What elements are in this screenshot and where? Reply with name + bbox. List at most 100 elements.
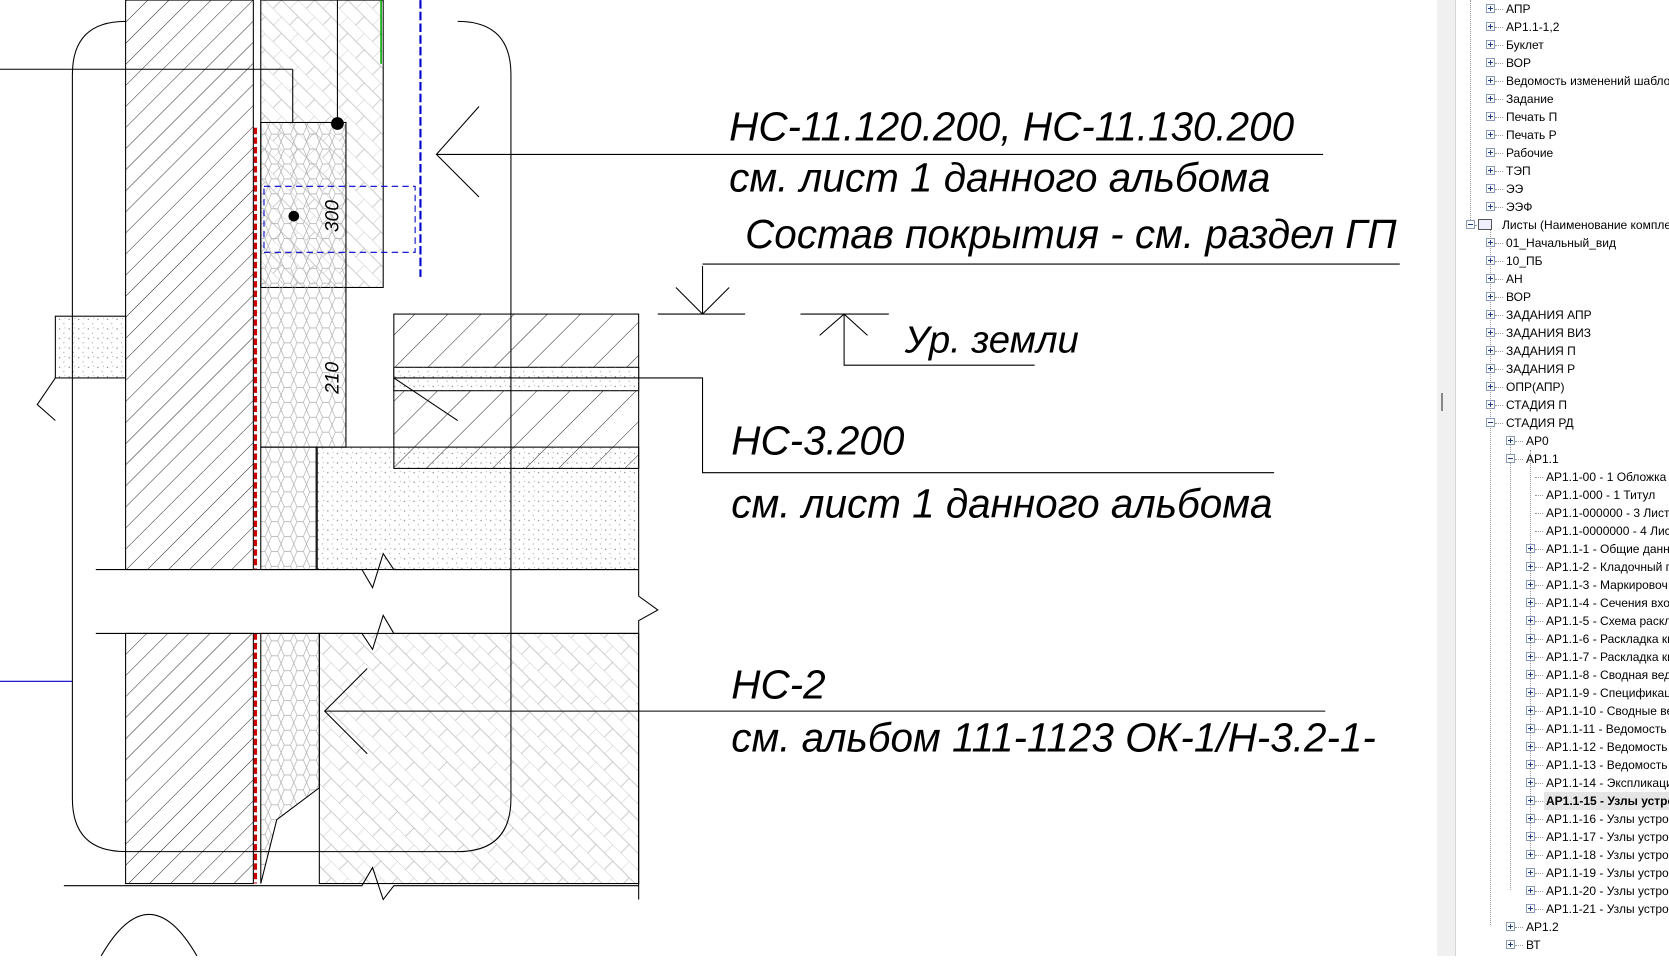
expand-icon[interactable]: [1526, 832, 1535, 841]
drawing-canvas[interactable]: 300 210 НС-11.120.200, НС-11.130.200 см.…: [0, 0, 1437, 957]
expand-icon[interactable]: [1486, 58, 1495, 67]
tree-item[interactable]: АР1.1-14 - Экспликаци: [1456, 774, 1669, 792]
expand-icon[interactable]: [1526, 670, 1535, 679]
expand-icon[interactable]: [1526, 688, 1535, 697]
expand-icon[interactable]: [1526, 598, 1535, 607]
tree-item[interactable]: ЗАДАНИЯ ВИЗ: [1456, 324, 1669, 342]
expand-icon[interactable]: [1526, 706, 1535, 715]
expand-icon[interactable]: [1486, 76, 1495, 85]
expand-icon[interactable]: [1486, 238, 1495, 247]
tree-item[interactable]: АР1.1-12 - Ведомость: [1456, 738, 1669, 756]
expand-icon[interactable]: [1486, 310, 1495, 319]
expand-icon[interactable]: [1526, 886, 1535, 895]
tree-item[interactable]: АР1.1-7 - Раскладка ки: [1456, 648, 1669, 666]
expand-icon[interactable]: [1526, 850, 1535, 859]
expand-icon[interactable]: [1526, 724, 1535, 733]
tree-item[interactable]: Ведомость изменений шаблон: [1456, 72, 1669, 90]
expand-icon[interactable]: [1486, 364, 1495, 373]
expand-icon[interactable]: [1526, 580, 1535, 589]
tree-item[interactable]: АР1.1-13 - Ведомость: [1456, 756, 1669, 774]
expand-icon[interactable]: [1486, 4, 1495, 13]
expand-icon[interactable]: [1506, 922, 1515, 931]
tree-item[interactable]: АР1.1-21 - Узлы устрой: [1456, 900, 1669, 918]
expand-icon[interactable]: [1526, 562, 1535, 571]
tree-item[interactable]: АР1.1: [1456, 450, 1669, 468]
tree-item[interactable]: СТАДИЯ РД: [1456, 414, 1669, 432]
tree-item[interactable]: АР1.1-6 - Раскладка ки: [1456, 630, 1669, 648]
tree-item[interactable]: Печать П: [1456, 108, 1669, 126]
panel-splitter[interactable]: [1437, 0, 1456, 956]
tree-item[interactable]: Буклет: [1456, 36, 1669, 54]
expand-icon[interactable]: [1486, 94, 1495, 103]
expand-icon[interactable]: [1526, 742, 1535, 751]
tree-item[interactable]: АР1.1-19 - Узлы устрой: [1456, 864, 1669, 882]
tree-item[interactable]: АПР: [1456, 0, 1669, 18]
tree-item[interactable]: АР1.1-000 - 1 Титул: [1456, 486, 1669, 504]
expand-icon[interactable]: [1526, 796, 1535, 805]
expand-icon[interactable]: [1526, 652, 1535, 661]
tree-item[interactable]: АР1.1-10 - Сводные ве: [1456, 702, 1669, 720]
tree-item[interactable]: АР1.1-4 - Сечения вход: [1456, 594, 1669, 612]
collapse-icon[interactable]: [1466, 220, 1475, 229]
tree-item[interactable]: ОПР(АПР): [1456, 378, 1669, 396]
tree-item[interactable]: АР1.1-18 - Узлы устрой: [1456, 846, 1669, 864]
collapse-icon[interactable]: [1486, 418, 1495, 427]
expand-icon[interactable]: [1486, 274, 1495, 283]
tree-item[interactable]: Печать Р: [1456, 126, 1669, 144]
expand-icon[interactable]: [1486, 112, 1495, 121]
expand-icon[interactable]: [1486, 256, 1495, 265]
tree-item[interactable]: ЭЭ: [1456, 180, 1669, 198]
expand-icon[interactable]: [1506, 436, 1515, 445]
tree-item[interactable]: Листы (Наименование комплекта): [1456, 216, 1669, 234]
tree-item[interactable]: ЭЭФ: [1456, 198, 1669, 216]
tree-item[interactable]: 01_Начальный_вид: [1456, 234, 1669, 252]
tree-item[interactable]: Рабочие: [1456, 144, 1669, 162]
tree-item[interactable]: ЗАДАНИЯ Р: [1456, 360, 1669, 378]
tree-item[interactable]: АН: [1456, 270, 1669, 288]
splitter-grip[interactable]: [1441, 393, 1443, 411]
expand-icon[interactable]: [1486, 292, 1495, 301]
tree-item[interactable]: АР1.1-3 - Маркировоч: [1456, 576, 1669, 594]
tree-item[interactable]: АР1.1-000000 - 3 Лист: [1456, 504, 1669, 522]
expand-icon[interactable]: [1486, 328, 1495, 337]
tree-item[interactable]: Задание: [1456, 90, 1669, 108]
tree-item[interactable]: ВТ: [1456, 936, 1669, 954]
expand-icon[interactable]: [1486, 382, 1495, 391]
expand-icon[interactable]: [1526, 868, 1535, 877]
tree-item[interactable]: АР1.1-00 - 1 Обложка: [1456, 468, 1669, 486]
tree-item[interactable]: АР1.1-17 - Узлы устрой: [1456, 828, 1669, 846]
tree-item[interactable]: АР1.2: [1456, 918, 1669, 936]
expand-icon[interactable]: [1486, 148, 1495, 157]
tree-item[interactable]: 10_ПБ: [1456, 252, 1669, 270]
expand-icon[interactable]: [1486, 400, 1495, 409]
tree-item[interactable]: АР1.1-5 - Схема раскла: [1456, 612, 1669, 630]
expand-icon[interactable]: [1526, 904, 1535, 913]
tree-item[interactable]: АР1.1-2 - Кладочный п: [1456, 558, 1669, 576]
expand-icon[interactable]: [1506, 940, 1515, 949]
tree-item[interactable]: ТЭП: [1456, 162, 1669, 180]
expand-icon[interactable]: [1486, 22, 1495, 31]
expand-icon[interactable]: [1526, 634, 1535, 643]
expand-icon[interactable]: [1486, 346, 1495, 355]
tree-item[interactable]: АР1.1-11 - Ведомость: [1456, 720, 1669, 738]
expand-icon[interactable]: [1526, 814, 1535, 823]
tree-item[interactable]: АР1.1-15 - Узлы устро: [1456, 792, 1669, 810]
tree-item[interactable]: АР1.1-9 - Спецификаци: [1456, 684, 1669, 702]
tree-item[interactable]: АР0: [1456, 432, 1669, 450]
tree-item[interactable]: АР1.1-8 - Сводная ведо: [1456, 666, 1669, 684]
tree-item[interactable]: АР1.1-20 - Узлы устрой: [1456, 882, 1669, 900]
tree-item[interactable]: АР1.1-1,2: [1456, 18, 1669, 36]
tree-item[interactable]: АР1.1-0000000 - 4 Лис: [1456, 522, 1669, 540]
expand-icon[interactable]: [1486, 130, 1495, 139]
tree-item[interactable]: ЗАДАНИЯ АПР: [1456, 306, 1669, 324]
expand-icon[interactable]: [1486, 166, 1495, 175]
collapse-icon[interactable]: [1506, 454, 1515, 463]
tree-item[interactable]: ВОР: [1456, 54, 1669, 72]
expand-icon[interactable]: [1486, 184, 1495, 193]
tree-item[interactable]: АР1.1-1 - Общие данн: [1456, 540, 1669, 558]
tree-item[interactable]: СТАДИЯ П: [1456, 396, 1669, 414]
expand-icon[interactable]: [1526, 778, 1535, 787]
expand-icon[interactable]: [1526, 544, 1535, 553]
tree-item[interactable]: АР1.1-16 - Узлы устрой: [1456, 810, 1669, 828]
